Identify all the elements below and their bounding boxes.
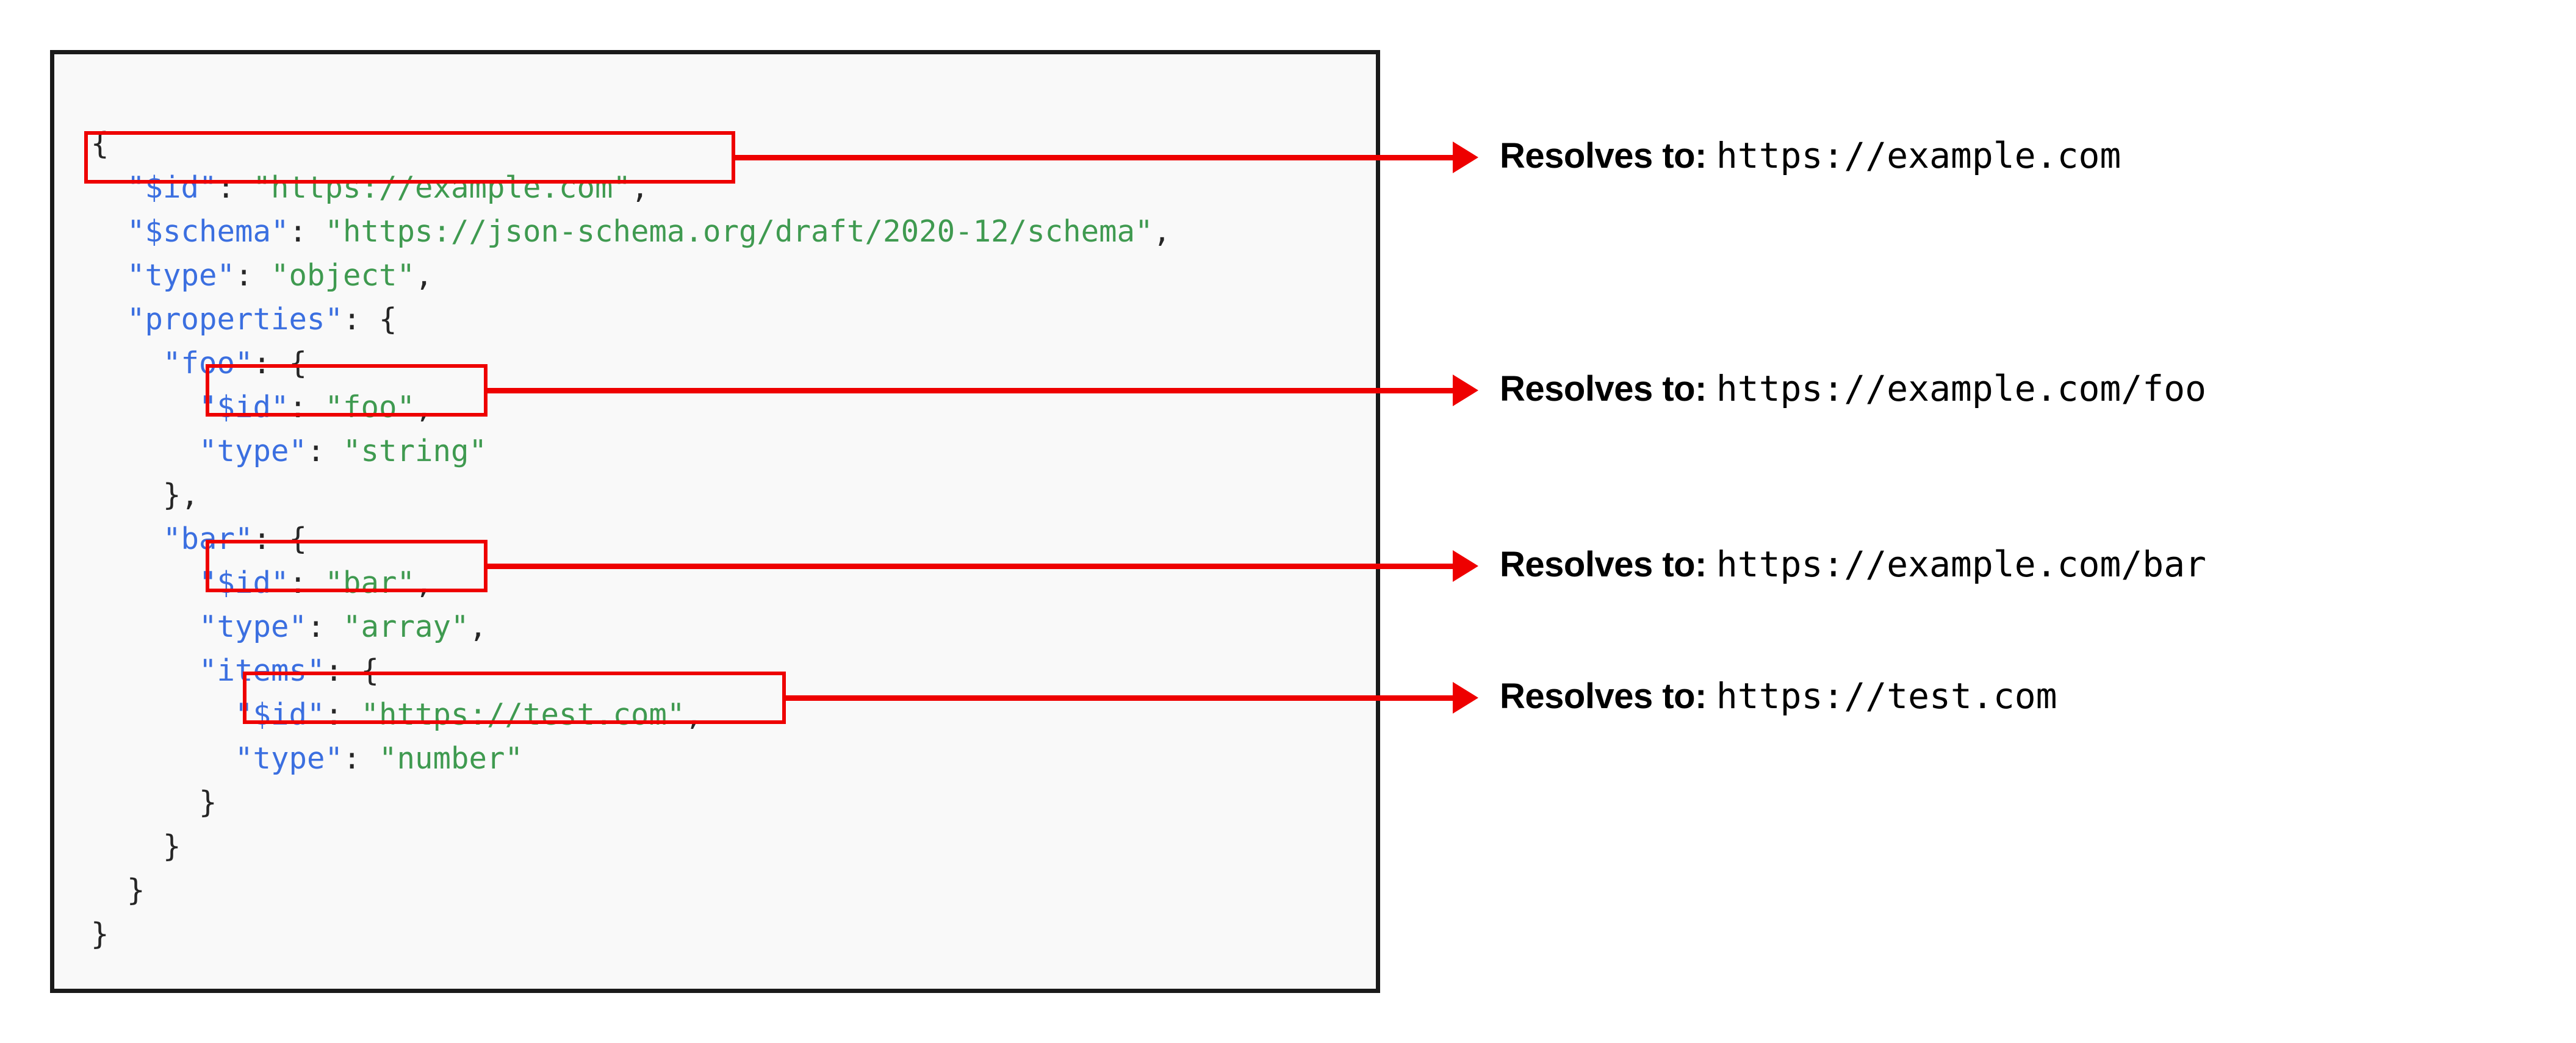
code-line: } <box>91 825 1171 869</box>
code-token: "type" <box>127 258 236 293</box>
code-line: "foo": { <box>91 342 1171 385</box>
arrow-head-icon <box>1453 375 1478 406</box>
code-token: : <box>307 609 344 644</box>
resolve-label: Resolves to: <box>1500 136 1707 176</box>
code-token: "$id" <box>199 390 289 425</box>
code-token: } <box>199 785 217 820</box>
code-line: }, <box>91 473 1171 517</box>
code-token: "object" <box>271 258 416 293</box>
code-token: "items" <box>199 653 325 688</box>
code-token: : { <box>325 653 380 688</box>
code-token: "bar" <box>163 522 253 556</box>
code-token: } <box>127 873 145 908</box>
code-line: "type": "object", <box>91 254 1171 298</box>
code-line: "type": "number" <box>91 737 1171 781</box>
resolved-url: https://example.com/foo <box>1716 368 2207 409</box>
code-line: "$id": "foo", <box>91 385 1171 429</box>
code-token: , <box>469 609 487 644</box>
code-token: : <box>289 390 325 425</box>
code-token: , <box>631 170 649 205</box>
code-token: , <box>415 390 433 425</box>
code-token: "type" <box>199 609 308 644</box>
resolved-url: https://example.com <box>1716 135 2121 176</box>
code-token: "https://test.com" <box>361 697 685 732</box>
code-token: : { <box>253 522 308 556</box>
code-line: "$id": "bar", <box>91 561 1171 605</box>
resolved-url: https://example.com/bar <box>1716 543 2207 585</box>
code-token: "$id" <box>235 697 325 732</box>
code-token: : { <box>343 302 397 337</box>
code-token: "https://json-schema.org/draft/2020-12/s… <box>325 214 1153 249</box>
code-token: "https://example.com" <box>253 170 631 205</box>
code-line: "type": "array", <box>91 605 1171 649</box>
code-token: : <box>289 214 325 249</box>
resolved-url: https://test.com <box>1716 675 2057 717</box>
code-token: "$schema" <box>127 214 289 249</box>
code-line: "type": "string" <box>91 429 1171 473</box>
code-token: "type" <box>199 434 308 468</box>
arrow-head-icon <box>1453 142 1478 173</box>
code-line: "properties": { <box>91 298 1171 342</box>
arrow-head-icon <box>1453 550 1478 582</box>
resolve-callout: Resolves to:https://example.com <box>1500 138 2121 174</box>
code-token: , <box>1153 214 1171 249</box>
code-token: } <box>91 917 109 952</box>
resolve-callout: Resolves to:https://test.com <box>1500 678 2057 714</box>
resolve-label: Resolves to: <box>1500 676 1707 716</box>
code-token: }, <box>163 478 200 512</box>
code-token: : <box>235 258 272 293</box>
code-token: : <box>325 697 361 732</box>
code-token: "properties" <box>127 302 344 337</box>
code-token: "string" <box>343 434 487 468</box>
code-line: "bar": { <box>91 517 1171 561</box>
code-line: } <box>91 869 1171 912</box>
code-line: } <box>91 781 1171 825</box>
resolve-callout: Resolves to:https://example.com/foo <box>1500 371 2206 407</box>
resolve-label: Resolves to: <box>1500 545 1707 584</box>
code-line: } <box>91 912 1171 956</box>
arrow-line <box>484 564 1453 569</box>
code-token: : <box>289 565 325 600</box>
code-token: : <box>343 741 380 776</box>
code-line: "$id": "https://example.com", <box>91 166 1171 210</box>
code-token: , <box>685 697 703 732</box>
arrow-head-icon <box>1453 682 1478 714</box>
code-token: "foo" <box>325 390 416 425</box>
code-token: "$id" <box>199 565 289 600</box>
code-line: "$schema": "https://json-schema.org/draf… <box>91 210 1171 254</box>
code-token: , <box>415 565 433 600</box>
json-code-panel: { "$id": "https://example.com", "$schema… <box>50 50 1380 993</box>
code-token: "foo" <box>163 346 253 381</box>
resolve-label: Resolves to: <box>1500 369 1707 409</box>
code-token: "$id" <box>127 170 217 205</box>
json-code-block: { "$id": "https://example.com", "$schema… <box>91 122 1171 956</box>
code-token: } <box>163 829 181 864</box>
code-line: "$id": "https://test.com", <box>91 693 1171 737</box>
code-token: : <box>307 434 344 468</box>
code-token: { <box>91 126 109 161</box>
code-token: : <box>217 170 253 205</box>
code-token: "array" <box>343 609 469 644</box>
code-token: "number" <box>379 741 523 776</box>
resolve-callout: Resolves to:https://example.com/bar <box>1500 547 2206 582</box>
code-token: , <box>415 258 433 293</box>
arrow-line <box>484 388 1453 393</box>
code-token: "type" <box>235 741 344 776</box>
code-token: "bar" <box>325 565 416 600</box>
code-line: "items": { <box>91 649 1171 693</box>
arrow-line <box>782 695 1453 701</box>
arrow-line <box>732 155 1453 160</box>
code-token: : { <box>253 346 308 381</box>
